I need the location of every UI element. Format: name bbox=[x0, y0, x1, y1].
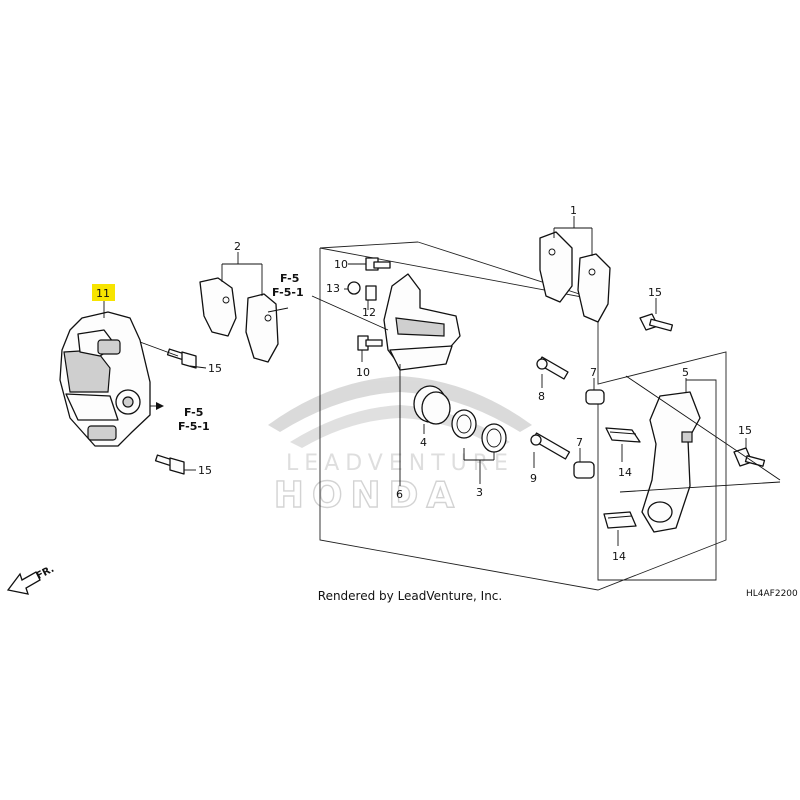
credit-text: Rendered by LeadVenture, Inc. bbox=[318, 589, 502, 603]
brake-pad-set-part-2[interactable] bbox=[199, 277, 289, 363]
callout-14-upper[interactable]: 14 bbox=[618, 466, 632, 479]
boot-part-7-upper[interactable] bbox=[585, 389, 605, 405]
callout-15-far-right[interactable]: 15 bbox=[738, 424, 752, 437]
callout-5[interactable]: 5 bbox=[682, 366, 689, 379]
pad-spring-part-14-upper[interactable] bbox=[605, 427, 641, 443]
assembly-frame-bracket bbox=[597, 379, 717, 581]
callout-3[interactable]: 3 bbox=[476, 486, 483, 499]
callout-15-upper-right[interactable]: 15 bbox=[648, 286, 662, 299]
bolt-15-upper-right[interactable] bbox=[639, 313, 674, 332]
caliper-bracket-part-5[interactable] bbox=[641, 391, 701, 533]
reference-arrow-icon bbox=[156, 402, 164, 410]
cap-part-13[interactable] bbox=[347, 281, 361, 295]
callout-labels: 11 15 15 2 1 10 13 12 10 4 6 3 8 7 7 9 5… bbox=[96, 204, 752, 563]
callout-13[interactable]: 13 bbox=[326, 282, 340, 295]
bolt-15-upper-left[interactable] bbox=[166, 348, 197, 369]
caliper-body-part-6[interactable] bbox=[383, 273, 461, 371]
callout-15-lower-left[interactable]: 15 bbox=[198, 464, 212, 477]
bolt-10-lower[interactable] bbox=[357, 335, 383, 351]
callout-15-upper-left[interactable]: 15 bbox=[208, 362, 222, 375]
callout-14-lower[interactable]: 14 bbox=[612, 550, 626, 563]
reference-f5-top[interactable]: F-5 bbox=[280, 272, 299, 285]
callout-6[interactable]: 6 bbox=[396, 488, 403, 501]
leadventure-watermark-text: LEADVENTURE bbox=[286, 451, 514, 476]
highlight-box-part-11 bbox=[92, 284, 115, 301]
reference-f5-left[interactable]: F-5 bbox=[184, 406, 203, 419]
bolt-15-far-right[interactable] bbox=[733, 447, 766, 467]
slide-pin-part-9[interactable] bbox=[530, 432, 571, 460]
callout-7-lower[interactable]: 7 bbox=[576, 436, 583, 449]
callout-9[interactable]: 9 bbox=[530, 472, 537, 485]
bolt-15-lower-left[interactable] bbox=[154, 454, 185, 475]
callout-8[interactable]: 8 bbox=[538, 390, 545, 403]
callout-1[interactable]: 1 bbox=[570, 204, 577, 217]
callout-11[interactable]: 11 bbox=[96, 287, 110, 300]
diagram-code: HL4AF2200 bbox=[746, 589, 798, 599]
callout-4[interactable]: 4 bbox=[420, 436, 427, 449]
slide-pin-part-8[interactable] bbox=[536, 356, 569, 380]
front-arrow-icon bbox=[6, 571, 41, 595]
pad-spring-part-14-lower[interactable] bbox=[603, 511, 637, 529]
reference-f5-1-top[interactable]: F-5-1 bbox=[272, 286, 304, 299]
callout-10-upper[interactable]: 10 bbox=[334, 258, 348, 271]
boot-part-7-lower[interactable] bbox=[573, 461, 595, 479]
callout-10-lower[interactable]: 10 bbox=[356, 366, 370, 379]
bolt-10-upper[interactable] bbox=[365, 257, 391, 271]
front-direction-indicator: FR. bbox=[6, 564, 57, 595]
front-direction-label: FR. bbox=[35, 564, 57, 582]
reference-f5-1-left[interactable]: F-5-1 bbox=[178, 420, 210, 433]
leader-lines bbox=[103, 216, 781, 546]
bleeder-screw-part-12[interactable] bbox=[365, 285, 377, 301]
callout-12[interactable]: 12 bbox=[362, 306, 376, 319]
honda-watermark-text: HONDA bbox=[274, 475, 463, 516]
seal-set-part-3[interactable] bbox=[451, 409, 507, 453]
piston-part-4[interactable] bbox=[413, 385, 451, 425]
reference-labels: F-5 F-5-1 F-5 F-5-1 bbox=[150, 272, 304, 433]
callout-7-upper[interactable]: 7 bbox=[590, 366, 597, 379]
brake-pad-set-part-1[interactable] bbox=[539, 231, 611, 323]
caliper-assembly-part-11[interactable] bbox=[59, 311, 151, 447]
callout-2[interactable]: 2 bbox=[234, 240, 241, 253]
